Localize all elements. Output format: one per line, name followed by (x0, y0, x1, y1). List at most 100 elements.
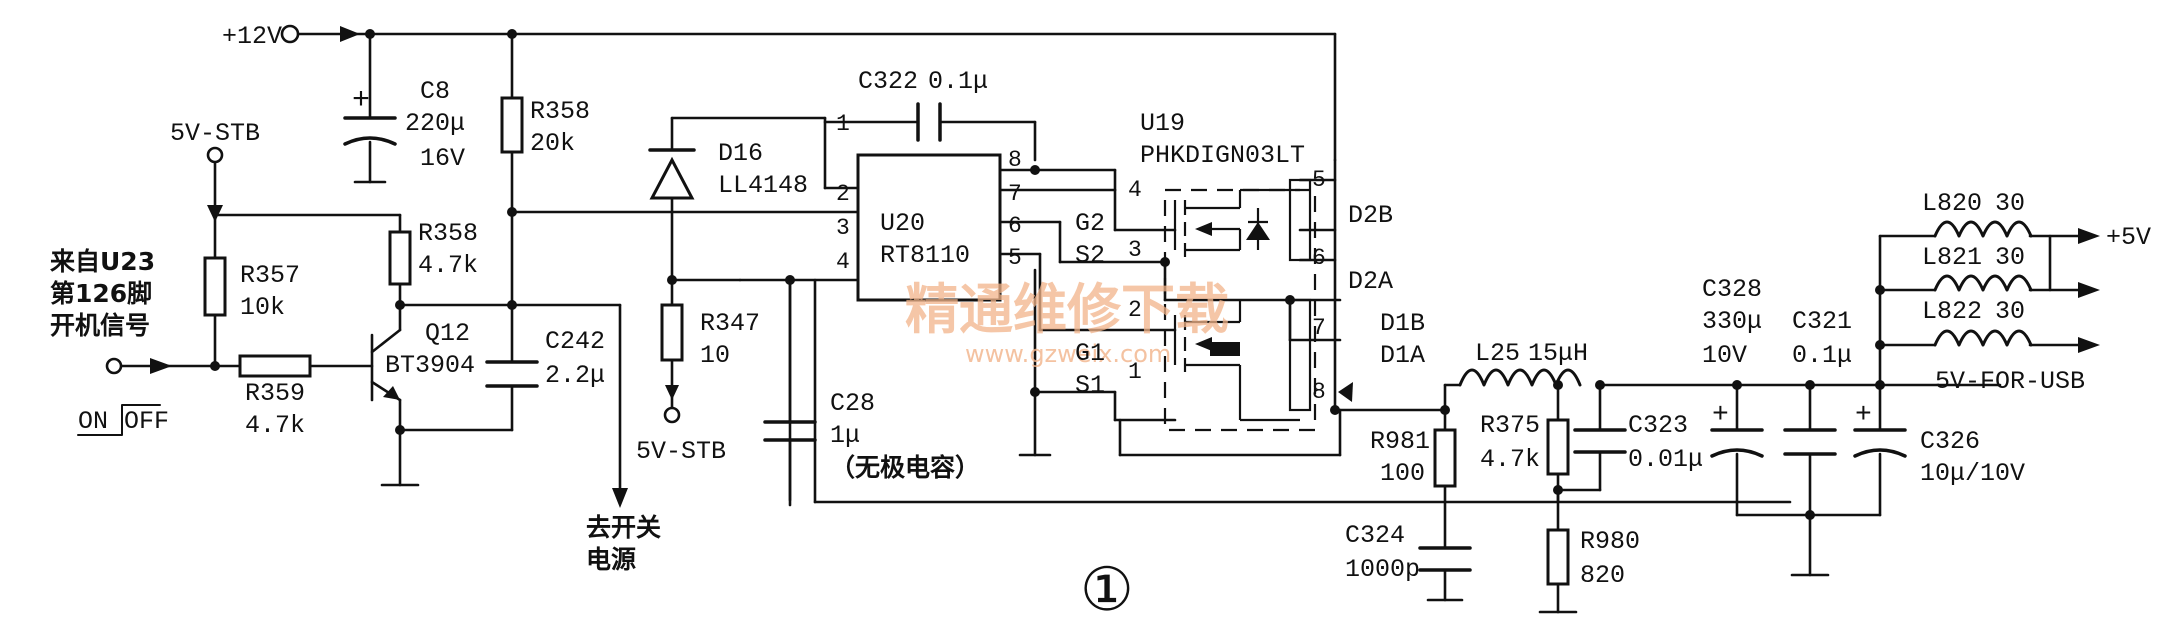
figure-number: ① (1080, 555, 1134, 625)
junctions (210, 29, 1885, 520)
labels: +12V 5V-STB 来自U23 第126脚 开机信号 ON OFF C8 2… (50, 22, 2151, 625)
l821-val: 30 (1995, 243, 2025, 272)
c242-val: 2.2μ (545, 361, 605, 390)
svg-text:G2: G2 (1075, 209, 1105, 238)
r980-val: 820 (1580, 561, 1625, 590)
r357-ref: R357 (240, 261, 300, 290)
c323-val: 0.01μ (1628, 445, 1703, 474)
r981-ref: R981 (1370, 427, 1430, 456)
svg-text:+: + (352, 84, 370, 118)
label-5v-usb: 5V-FOR-USB (1935, 367, 2085, 396)
svg-text:6: 6 (1008, 213, 1022, 239)
r358b-val: 4.7k (418, 251, 478, 280)
r359-ref: R359 (245, 379, 305, 408)
c328-val1: 330μ (1702, 307, 1762, 336)
label-d1a: D1A (1380, 341, 1425, 370)
r359-val: 4.7k (245, 411, 305, 440)
dest-line1: 去开关 (586, 513, 661, 542)
svg-text:S1: S1 (1075, 371, 1105, 400)
label-d2b: D2B (1348, 201, 1393, 230)
svg-text:6: 6 (1312, 245, 1326, 271)
components: + (77, 84, 2033, 586)
c323-ref: C323 (1628, 411, 1688, 440)
c322-val: 0.1μ (928, 67, 988, 96)
r358a-ref: R358 (530, 97, 590, 126)
svg-text:8: 8 (1008, 147, 1022, 173)
c326-val: 10μ/10V (1920, 459, 2025, 488)
l820-ref: L820 (1922, 189, 1982, 218)
svg-text:G1: G1 (1075, 339, 1105, 368)
svg-text:+: + (1712, 400, 1729, 431)
svg-text:5: 5 (1008, 245, 1022, 271)
q12-val: BT3904 (385, 351, 475, 380)
source-line2: 第126脚 (50, 279, 152, 308)
r358b-ref: R358 (418, 219, 478, 248)
c28-ref: C28 (830, 389, 875, 418)
l822-val: 30 (1995, 297, 2025, 326)
svg-text:8: 8 (1312, 379, 1326, 405)
source-line3: 开机信号 (50, 311, 150, 340)
r347-val: 10 (700, 341, 730, 370)
svg-text:4: 4 (836, 249, 850, 275)
wires (120, 32, 2087, 614)
q12-ref: Q12 (425, 319, 470, 348)
label-12v: +12V (222, 22, 282, 51)
c8-val2: 16V (420, 144, 465, 173)
svg-text:2: 2 (1128, 297, 1142, 323)
svg-text:3: 3 (1128, 237, 1142, 263)
c8-ref: C8 (420, 77, 450, 106)
c242-ref: C242 (545, 327, 605, 356)
l820-val: 30 (1995, 189, 2025, 218)
svg-text:精通维修下载: 精通维修下载 (905, 278, 1229, 341)
l25-val: 15μH (1528, 339, 1588, 368)
u19-ref: U19 (1140, 109, 1185, 138)
l822-ref: L822 (1922, 297, 1982, 326)
svg-text:www.gzweix.com: www.gzweix.com (965, 340, 1171, 368)
u19-val: PHKDIGN03LT (1140, 141, 1305, 170)
svg-text:2: 2 (836, 181, 850, 207)
label-on: ON (78, 407, 108, 436)
r375-ref: R375 (1480, 411, 1540, 440)
c321-ref: C321 (1792, 307, 1852, 336)
c326-ref: C326 (1920, 427, 1980, 456)
d16-ref: D16 (718, 139, 763, 168)
l25-ref: L25 (1475, 339, 1520, 368)
r375-val: 4.7k (1480, 445, 1540, 474)
r358a-val: 20k (530, 129, 575, 158)
svg-text:7: 7 (1312, 315, 1326, 341)
label-d1b: D1B (1380, 309, 1425, 338)
watermark: 精通维修下载 www.gzweix.com (905, 278, 1229, 368)
r347-ref: R347 (700, 309, 760, 338)
dest-line2: 电源 (586, 545, 636, 574)
u20-val: RT8110 (880, 241, 970, 270)
svg-text:3: 3 (836, 215, 850, 241)
label-5v-stb-top: 5V-STB (170, 119, 260, 148)
r980-ref: R980 (1580, 527, 1640, 556)
svg-text:1: 1 (1128, 359, 1142, 385)
svg-text:7: 7 (1008, 181, 1022, 207)
c328-ref: C328 (1702, 275, 1762, 304)
label-5v-stb-bottom: 5V-STB (636, 437, 726, 466)
l821-ref: L821 (1922, 243, 1982, 272)
r981-val: 100 (1380, 459, 1425, 488)
terminals (105, 24, 2100, 508)
label-5v-out: +5V (2106, 223, 2151, 252)
svg-text:S2: S2 (1075, 241, 1105, 270)
c28-note: （无极电容） (830, 453, 980, 482)
u20-ref: U20 (880, 209, 925, 238)
c328-val2: 10V (1702, 341, 1747, 370)
label-d2a: D2A (1348, 267, 1393, 296)
c8-val1: 220μ (405, 109, 465, 138)
c324-val: 1000p (1345, 555, 1420, 584)
svg-text:5: 5 (1312, 167, 1326, 193)
svg-text:4: 4 (1128, 177, 1142, 203)
svg-text:1: 1 (836, 111, 850, 137)
label-off: OFF (124, 407, 169, 436)
source-line1: 来自U23 (50, 247, 155, 276)
c28-val: 1μ (830, 421, 860, 450)
svg-text:+: + (1855, 400, 1872, 431)
c322-ref: C322 (858, 67, 918, 96)
r357-val: 10k (240, 293, 285, 322)
c321-val: 0.1μ (1792, 341, 1852, 370)
